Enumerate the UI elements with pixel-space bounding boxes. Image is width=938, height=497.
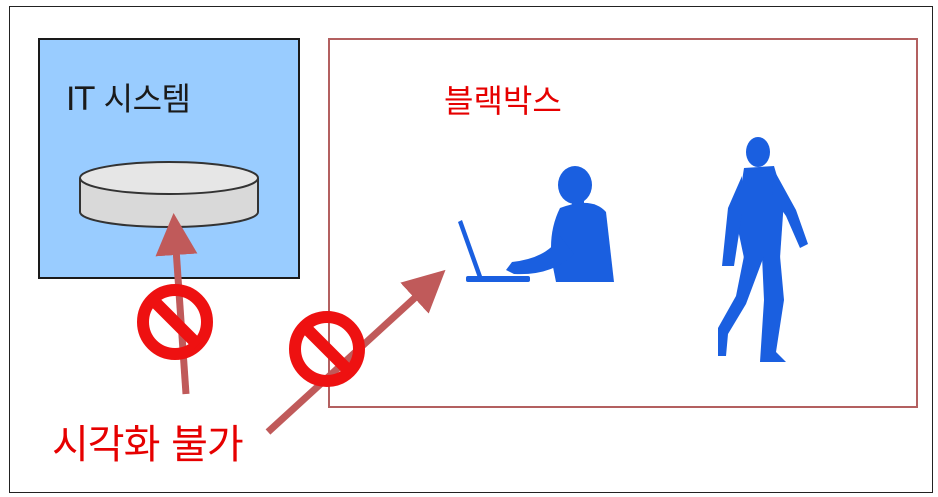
database-icon [79, 161, 259, 228]
blackbox-box [328, 38, 918, 408]
arrow-icon [265, 269, 446, 435]
it-system-title: IT 시스템 [66, 80, 191, 118]
cannot-visualize-caption: 시각화 불가 [52, 422, 244, 468]
prohibited-icon [137, 284, 213, 360]
arrow-icon [155, 213, 198, 395]
person-at-laptop-icon [458, 166, 614, 282]
prohibited-icon [289, 311, 365, 387]
blackbox-title: 블랙박스 [444, 82, 562, 120]
walking-person-icon [718, 137, 808, 362]
